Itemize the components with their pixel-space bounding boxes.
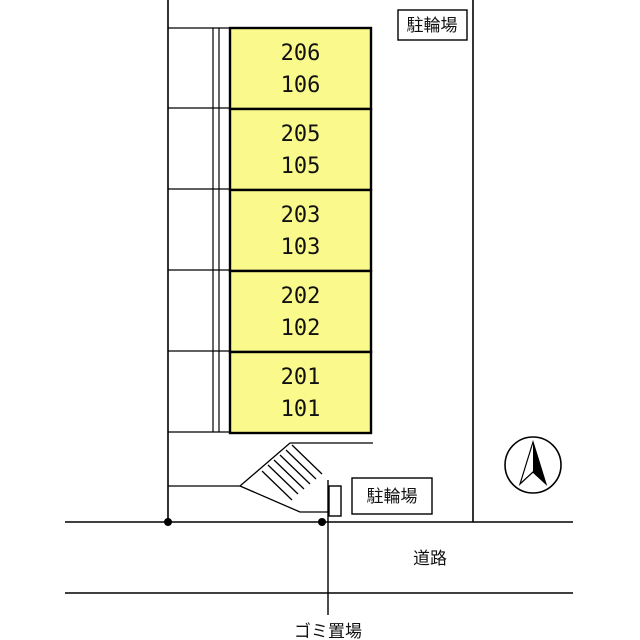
site-boundary (167, 0, 474, 522)
unit-lower-number: 105 (281, 154, 321, 179)
garbage-area-marker (328, 485, 342, 517)
boundary-point-left (164, 518, 172, 526)
boundary-point-right (318, 518, 326, 526)
bike-parking-top-box (397, 9, 468, 41)
staircase (168, 442, 373, 513)
unit-lower-number: 103 (281, 235, 321, 260)
unit-upper-number: 202 (281, 284, 321, 309)
compass-north-icon (504, 436, 562, 494)
unit-box (228, 269, 373, 354)
unit-upper-number: 203 (281, 203, 321, 228)
unit-upper-number: 206 (281, 41, 321, 66)
unit-box (228, 26, 373, 111)
unit-upper-number: 205 (281, 122, 321, 147)
unit-box (228, 107, 373, 192)
unit-box (228, 350, 373, 435)
unit-lower-number: 106 (281, 73, 321, 98)
unit-upper-number: 201 (281, 365, 321, 390)
bike-parking-bottom-box (351, 477, 433, 515)
unit-lower-number: 102 (281, 316, 321, 341)
road-label: 道路 (413, 549, 447, 569)
unit-lower-number: 101 (281, 397, 321, 422)
bike-parking-top-label: 駐輪場 (407, 16, 458, 36)
corridor-strip (168, 27, 230, 433)
bike-parking-bottom-label: 駐輪場 (367, 487, 418, 507)
garbage-label: ゴミ置場 (294, 621, 362, 640)
road-lines (65, 521, 573, 594)
